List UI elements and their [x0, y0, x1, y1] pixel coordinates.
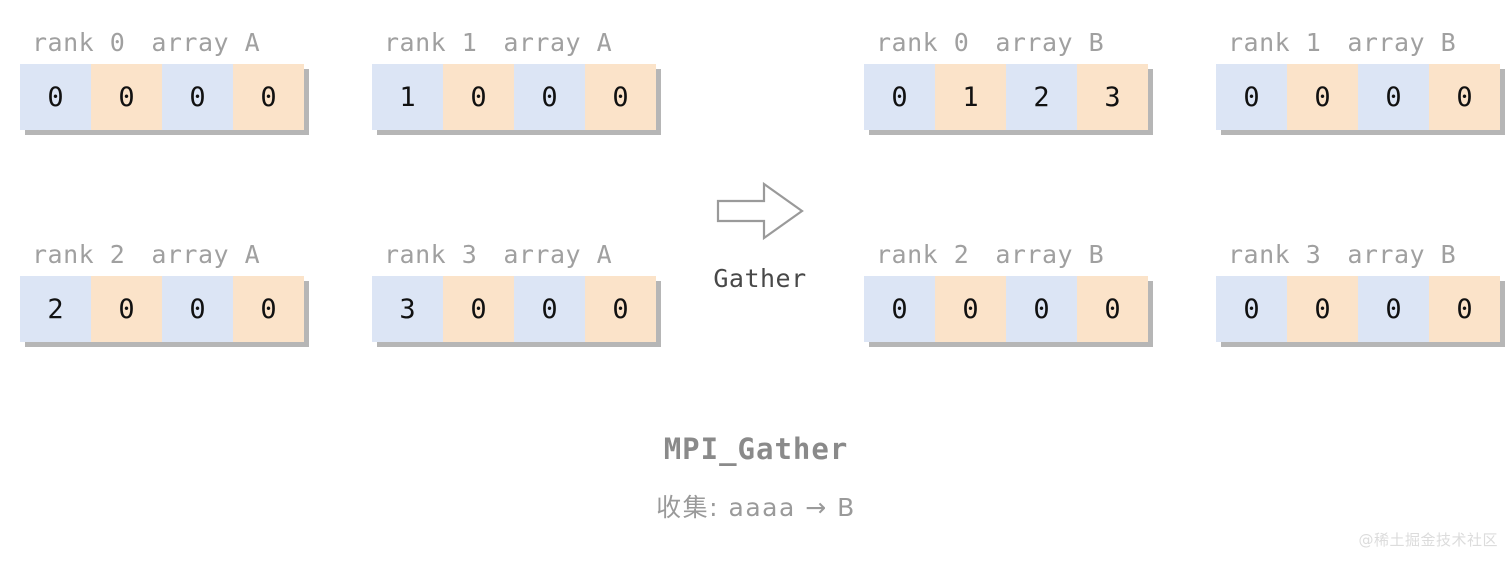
array-name-label: array B	[995, 240, 1105, 269]
array-name-label: array A	[151, 28, 261, 57]
block-arrow-right-icon	[716, 181, 804, 241]
array-label: rank 0 array A	[20, 28, 304, 57]
array-cell: 0	[1358, 64, 1429, 130]
array-cell: 2	[1006, 64, 1077, 130]
array-cell: 0	[91, 64, 162, 130]
array-cell: 0	[233, 276, 304, 342]
array-cell: 0	[935, 276, 1006, 342]
rank-label: rank 3	[384, 240, 478, 269]
gather-label: Gather	[713, 264, 807, 293]
array-cell: 0	[514, 64, 585, 130]
footer: MPI_Gather 收集: aaaa → B	[0, 432, 1512, 524]
gather-arrow-container	[660, 180, 860, 242]
rank-label: rank 0	[32, 28, 126, 57]
array-cell: 0	[1358, 276, 1429, 342]
rank-label: rank 2	[876, 240, 970, 269]
array-cell: 0	[1216, 64, 1287, 130]
array-label: rank 3 array A	[372, 240, 656, 269]
array-cell: 3	[1077, 64, 1148, 130]
array-cell: 1	[935, 64, 1006, 130]
array-cell: 0	[1077, 276, 1148, 342]
array-cell: 2	[20, 276, 91, 342]
array-cell: 0	[443, 276, 514, 342]
rank-label: rank 1	[1228, 28, 1322, 57]
array-cell: 0	[20, 64, 91, 130]
array-label: rank 2 array B	[864, 240, 1148, 269]
array-cell: 0	[514, 276, 585, 342]
array-cell: 0	[1006, 276, 1077, 342]
array-cell: 0	[91, 276, 162, 342]
array-cell: 0	[864, 64, 935, 130]
array-cell: 0	[1429, 64, 1500, 130]
array-label: rank 0 array B	[864, 28, 1148, 57]
page-caption: 收集: aaaa → B	[656, 493, 856, 522]
array-cell: 0	[1429, 276, 1500, 342]
array-cell: 0	[864, 276, 935, 342]
watermark: @稀土掘金技术社区	[1358, 531, 1498, 549]
array-cell: 0	[233, 64, 304, 130]
array-name-label: array B	[1347, 28, 1457, 57]
rank-label: rank 0	[876, 28, 970, 57]
rank-label: rank 2	[32, 240, 126, 269]
gather-operation-group: Gather	[660, 180, 860, 293]
page-title: MPI_Gather	[663, 432, 849, 466]
array-name-label: array A	[503, 240, 613, 269]
array-name-label: array B	[995, 28, 1105, 57]
array-name-label: array A	[503, 28, 613, 57]
array-cell: 0	[1216, 276, 1287, 342]
array-cell: 0	[443, 64, 514, 130]
array-cell: 1	[372, 64, 443, 130]
array-label: rank 2 array A	[20, 240, 304, 269]
array-cell: 3	[372, 276, 443, 342]
array-cell: 0	[1287, 64, 1358, 130]
array-cell: 0	[585, 64, 656, 130]
array-cell: 0	[1287, 276, 1358, 342]
array-name-label: array A	[151, 240, 261, 269]
array-label: rank 1 array A	[372, 28, 656, 57]
rank-label: rank 3	[1228, 240, 1322, 269]
array-cell: 0	[162, 276, 233, 342]
array-name-label: array B	[1347, 240, 1457, 269]
rank-label: rank 1	[384, 28, 478, 57]
array-label: rank 1 array B	[1216, 28, 1500, 57]
array-cell: 0	[162, 64, 233, 130]
array-label: rank 3 array B	[1216, 240, 1500, 269]
array-cell: 0	[585, 276, 656, 342]
